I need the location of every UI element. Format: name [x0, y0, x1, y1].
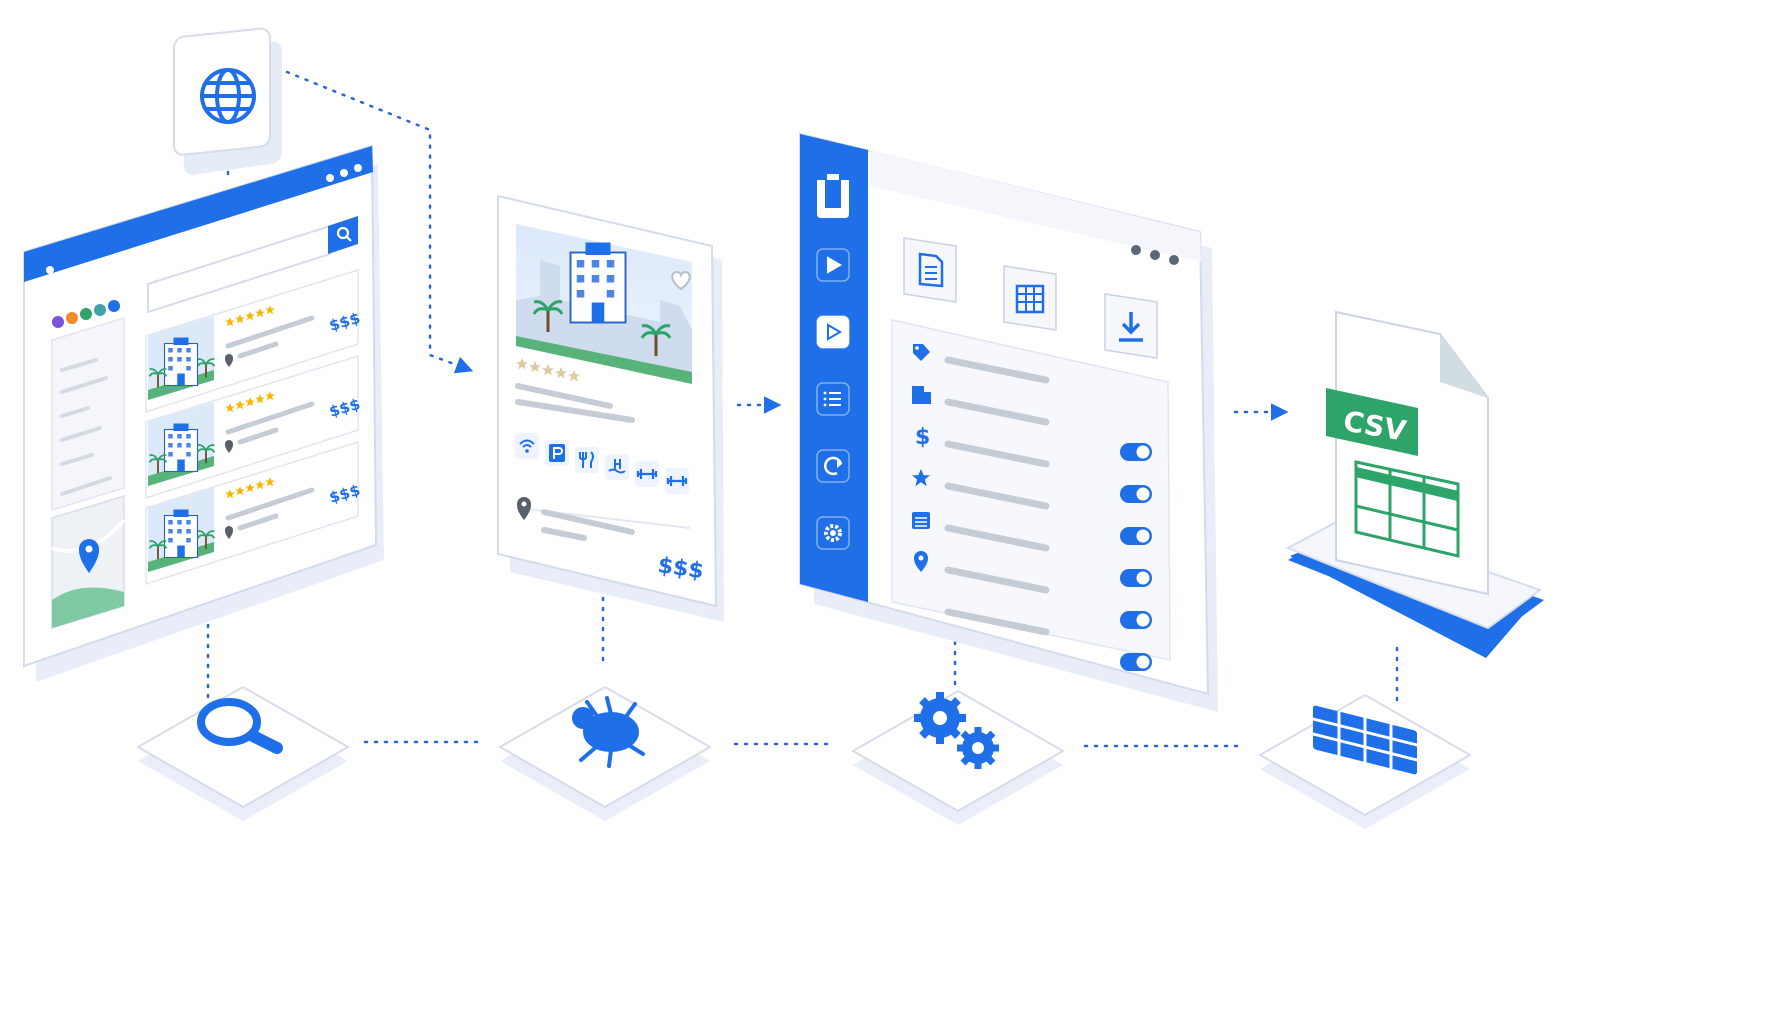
csv-export: CSV	[1285, 310, 1544, 658]
field-row	[914, 551, 1152, 629]
download-icon[interactable]	[1104, 293, 1158, 359]
hotel-photo	[516, 224, 692, 384]
scraper-tool-window: $	[799, 132, 1218, 712]
app-logo-icon	[817, 174, 849, 218]
dollar-icon: $	[915, 425, 930, 450]
step-tile-search	[137, 686, 349, 822]
field-toggle[interactable]	[1120, 443, 1152, 461]
spreadsheet-icon	[1313, 705, 1417, 775]
step-tile-spreadsheet	[1259, 694, 1471, 830]
csv-table-icon	[1354, 460, 1460, 558]
sidebar-icons	[816, 174, 850, 550]
field-row	[944, 608, 1152, 671]
palette-dot	[94, 304, 106, 316]
palette-dot	[108, 300, 120, 312]
window-controls	[46, 164, 362, 274]
refresh-icon[interactable]	[816, 449, 850, 483]
pool-icon	[605, 454, 629, 480]
hotel-thumbnail	[148, 316, 216, 400]
step-tile-processing	[852, 690, 1064, 826]
tag-icon	[913, 344, 930, 361]
csv-file: CSV	[1326, 310, 1489, 596]
field-toggle[interactable]	[1120, 569, 1152, 587]
field-toggle[interactable]	[1120, 653, 1152, 671]
field-toggle[interactable]	[1120, 485, 1152, 503]
amenity-icons	[515, 433, 689, 494]
search-icon	[197, 698, 283, 754]
palette-dot	[80, 308, 92, 320]
gears-icon	[914, 692, 999, 769]
location-pin-icon	[225, 526, 233, 539]
field-row	[913, 344, 1050, 384]
building-icon	[912, 386, 931, 404]
globe-icon	[200, 68, 256, 124]
parking-icon	[545, 440, 569, 466]
palette-dot	[52, 316, 64, 328]
field-toggle[interactable]	[1120, 527, 1152, 545]
search-icon	[336, 226, 352, 242]
restaurant-icon	[575, 447, 599, 473]
field-toggle[interactable]	[1120, 611, 1152, 629]
favorite-heart-icon[interactable]	[671, 270, 691, 291]
svg-text:$: $	[915, 425, 930, 450]
field-row	[912, 512, 1152, 587]
connector-lines	[206, 70, 1399, 748]
gym-icon	[635, 461, 659, 487]
hotel-detail-card: $$$	[497, 194, 724, 622]
table-icon[interactable]	[1003, 265, 1057, 331]
description-lines	[515, 383, 635, 423]
filter-lines	[60, 358, 112, 496]
result-item[interactable]: $$$	[145, 440, 362, 586]
search-button[interactable]	[328, 216, 358, 254]
list-icon[interactable]	[816, 382, 850, 416]
address-pin-icon	[517, 497, 531, 520]
result-item[interactable]: $$$	[145, 354, 362, 500]
address-lines	[541, 509, 635, 541]
map-thumbnail[interactable]	[51, 494, 126, 630]
result-item[interactable]: $$$	[145, 268, 362, 414]
spider-icon	[572, 696, 645, 768]
location-pin-icon	[225, 354, 233, 367]
globe-card	[173, 27, 282, 175]
location-pin-icon	[225, 440, 233, 453]
listing-page: $$$$$$$$$	[23, 144, 384, 682]
hotel-thumbnail	[148, 488, 216, 572]
results-list: $$$$$$$$$	[145, 268, 362, 586]
gym-icon	[665, 468, 689, 494]
field-row	[912, 469, 1152, 545]
step-tile-crawler	[499, 686, 711, 822]
wifi-icon	[515, 433, 539, 459]
location-pin-icon	[79, 539, 99, 573]
pipeline-icons	[903, 237, 1158, 359]
field-row	[912, 386, 1152, 461]
play-icon[interactable]	[816, 248, 850, 282]
settings-icon[interactable]	[816, 516, 850, 550]
document-icon[interactable]	[903, 237, 957, 303]
palette-dots	[52, 300, 120, 328]
field-rows: $	[912, 344, 1152, 671]
hotel-thumbnail	[148, 402, 216, 486]
window-controls	[1131, 245, 1179, 265]
search-bar[interactable]	[147, 224, 331, 314]
calendar-icon	[912, 512, 930, 529]
field-row: $	[915, 425, 1152, 503]
palette-dot	[66, 312, 78, 324]
tool-sidebar	[800, 134, 868, 602]
run-icon[interactable]	[816, 315, 850, 349]
location-pin-icon	[914, 551, 928, 572]
